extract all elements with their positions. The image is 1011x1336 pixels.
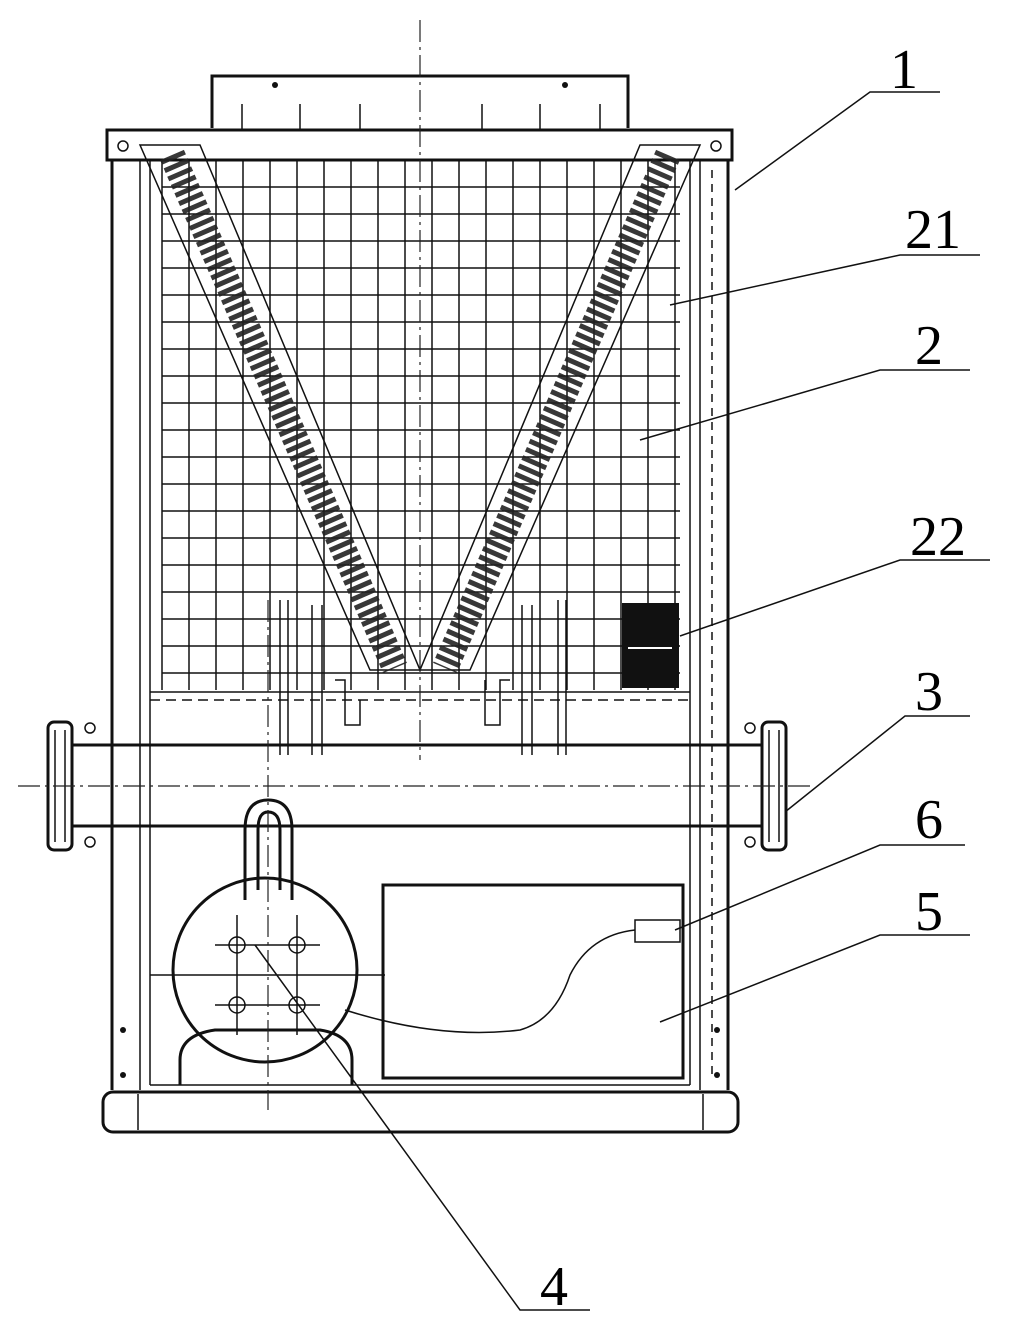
label-21: 21 (905, 199, 961, 261)
electric-control-box (344, 883, 685, 1080)
label-5: 5 (915, 881, 943, 943)
label-6: 6 (915, 789, 943, 851)
label-2: 2 (915, 315, 943, 377)
controller-module (634, 919, 681, 943)
coil-header (279, 600, 567, 755)
label-3: 3 (915, 661, 943, 723)
compressor (150, 798, 385, 1085)
label-1: 1 (890, 39, 918, 101)
label-22: 22 (910, 506, 966, 568)
center-lines (18, 20, 810, 1110)
part-labels: 1 21 2 22 3 6 5 4 (540, 39, 966, 1318)
horizontal-heat-exchanger (46, 720, 788, 852)
label-4: 4 (540, 1256, 568, 1318)
expansion-component (622, 603, 679, 688)
base-rail (101, 1090, 740, 1134)
v-coil-right (418, 144, 702, 674)
leader-lines (254, 91, 990, 1311)
